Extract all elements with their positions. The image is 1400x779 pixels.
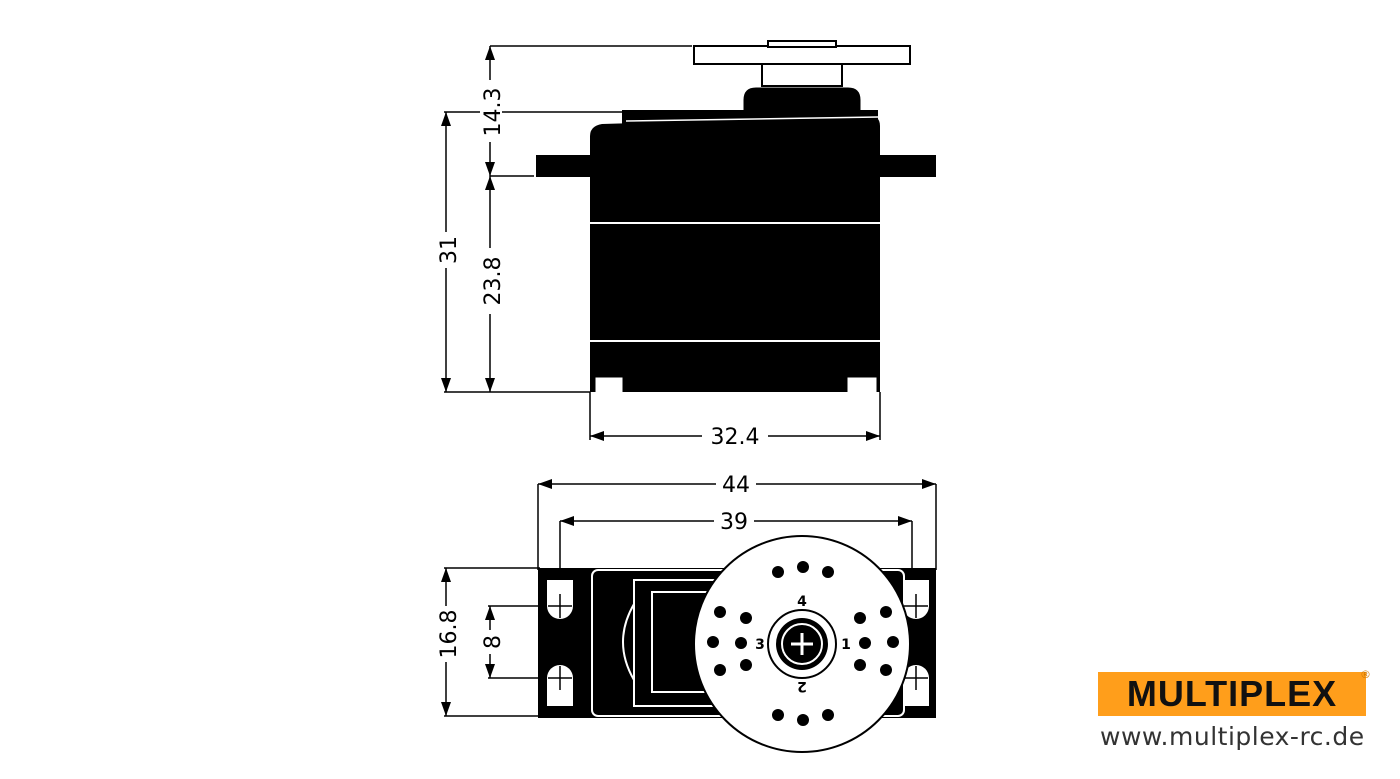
shaft-collar [743, 87, 861, 113]
brand-name: MULTIPLEX [1098, 672, 1366, 716]
horn-disc [693, 45, 911, 65]
dim-total-length: 44 [722, 473, 750, 498]
mount-tab-left [536, 155, 590, 177]
horn-hub [767, 40, 837, 48]
horn-mark-2: 2 [797, 678, 807, 694]
dim-hole-spacing: 39 [720, 510, 748, 535]
dim-horn-height: 14.3 [481, 88, 506, 137]
multiplex-logo[interactable]: MULTIPLEX ® www.multiplex-rc.de [1098, 668, 1378, 762]
dim-body-height: 23.8 [481, 257, 506, 306]
horn-mark-4: 4 [797, 594, 807, 610]
side-view [441, 40, 936, 441]
output-shaft [761, 63, 843, 87]
horn-mark-1: 1 [841, 637, 851, 653]
registered-mark: ® [1360, 668, 1371, 681]
body-seam [625, 116, 879, 122]
horn-mark-3: 3 [755, 637, 765, 653]
foot-right [847, 377, 877, 393]
servo-body [590, 116, 880, 392]
dim-hole-pitch: 8 [481, 635, 506, 649]
top-view [441, 479, 937, 753]
brand-url[interactable]: www.multiplex-rc.de [1100, 722, 1365, 751]
foot-left [595, 377, 623, 393]
dim-body-width: 32.4 [711, 425, 760, 450]
mount-tab-right [880, 155, 936, 177]
horn-holes [707, 561, 899, 726]
dim-total-height: 31 [437, 236, 462, 264]
body-arc [622, 603, 635, 681]
dim-mount-width: 16.8 [437, 610, 462, 659]
